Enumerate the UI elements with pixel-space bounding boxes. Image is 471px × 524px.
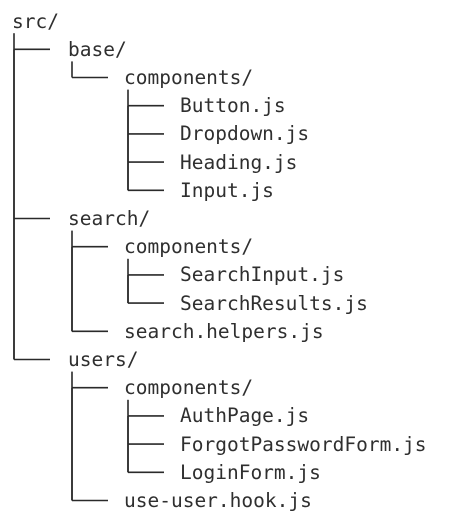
tree-folder-row: components/ [124,63,253,91]
tree-file-row: SearchInput.js [180,261,344,289]
folder-name: components/ [124,65,254,89]
file-name: Input.js [180,178,274,202]
tree-folder-row: components/ [124,374,253,402]
tree-file-row: Input.js [180,176,274,204]
folder-name: components/ [124,235,254,259]
file-name: search.helpers.js [124,319,324,343]
folder-name-src: src/ [12,9,59,33]
folder-name: components/ [124,376,254,400]
tree-folder-row: components/ [124,233,253,261]
tree-file-row: ForgotPasswordForm.js [180,430,427,458]
file-name: Dropdown.js [180,122,310,146]
tree-folder-row: search/ [68,204,150,232]
file-name: LoginForm.js [180,460,321,484]
folder-name: users/ [68,347,139,371]
tree-file-row: Dropdown.js [180,120,309,148]
tree-file-row: LoginForm.js [180,458,321,486]
file-name: use-user.hook.js [124,488,312,512]
tree-folder-row: base/ [68,35,127,63]
folder-name: base/ [68,37,127,61]
folder-name: search/ [68,206,151,230]
file-name: SearchResults.js [180,291,368,315]
file-name: AuthPage.js [180,404,310,428]
tree-file-row: Button.js [180,92,286,120]
tree-file-row: SearchResults.js [180,289,368,317]
file-name: SearchInput.js [180,263,345,287]
tree-file-row: search.helpers.js [124,317,324,345]
tree-folder-row: users/ [68,345,138,373]
file-name: Button.js [180,94,286,118]
tree-file-row: use-user.hook.js [124,486,312,514]
tree-root: src/ [12,7,59,35]
tree-file-row: Heading.js [180,148,297,176]
file-name: ForgotPasswordForm.js [180,432,427,456]
file-name: Heading.js [180,150,298,174]
tree-file-row: AuthPage.js [180,402,309,430]
